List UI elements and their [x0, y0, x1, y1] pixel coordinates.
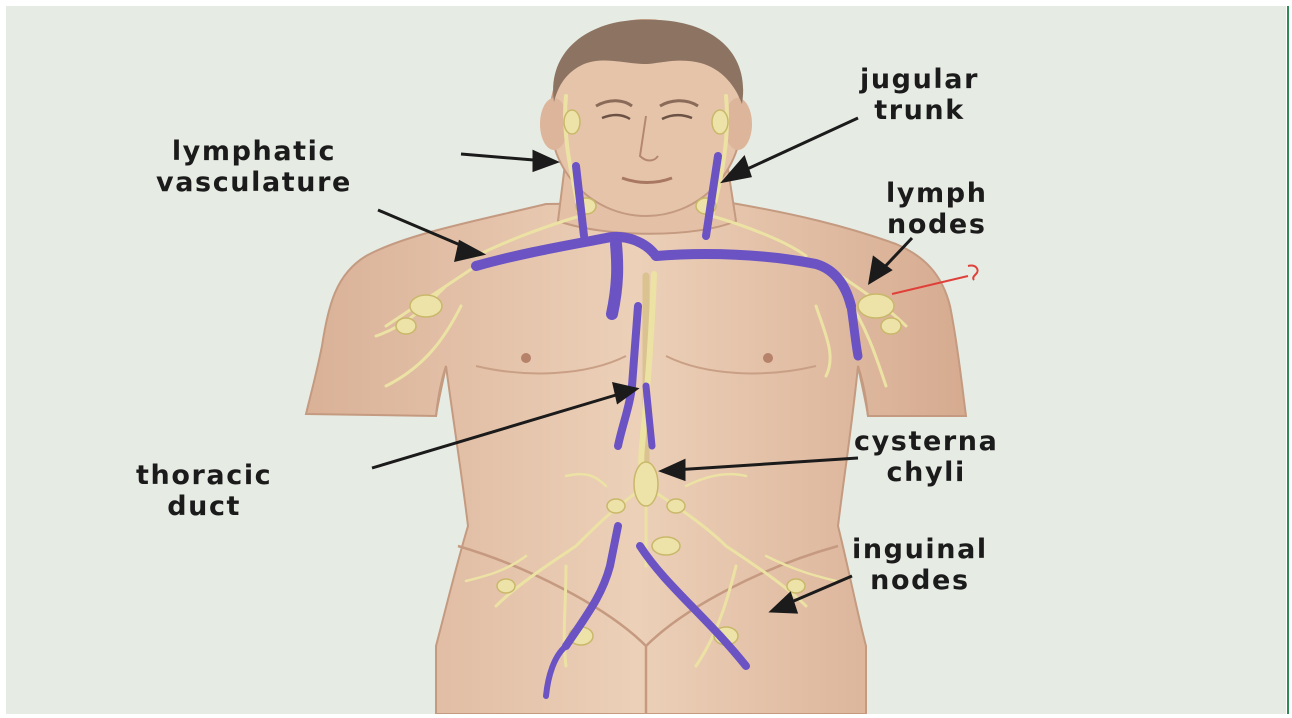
label-lymphatic-vasculature: lymphatic vasculature — [156, 136, 352, 198]
right-nipple — [763, 353, 773, 363]
lymphatic-system-illustration — [6, 6, 1286, 714]
label-inguinal-nodes: inguinal nodes — [852, 534, 988, 596]
right-border-line — [1287, 6, 1289, 714]
cysterna-chyli-sac — [634, 462, 658, 506]
label-lymph-nodes: lymph nodes — [886, 178, 988, 240]
label-line: trunk — [860, 95, 979, 126]
label-cysterna-chyli: cysterna chyli — [854, 426, 998, 488]
label-line: nodes — [852, 565, 988, 596]
label-line: duct — [136, 491, 272, 522]
label-thoracic-duct: thoracic duct — [136, 460, 272, 522]
label-line: inguinal — [852, 534, 988, 565]
label-jugular-trunk: jugular trunk — [860, 64, 979, 126]
label-line: chyli — [854, 457, 998, 488]
label-line: jugular — [860, 64, 979, 95]
label-line: thoracic — [136, 460, 272, 491]
label-line: vasculature — [156, 167, 352, 198]
label-line: lymphatic — [156, 136, 352, 167]
left-nipple — [521, 353, 531, 363]
label-line: nodes — [886, 209, 988, 240]
label-line: lymph — [886, 178, 988, 209]
slide: jugular trunk lymphatic vasculature lymp… — [6, 6, 1286, 714]
label-line: cysterna — [854, 426, 998, 457]
